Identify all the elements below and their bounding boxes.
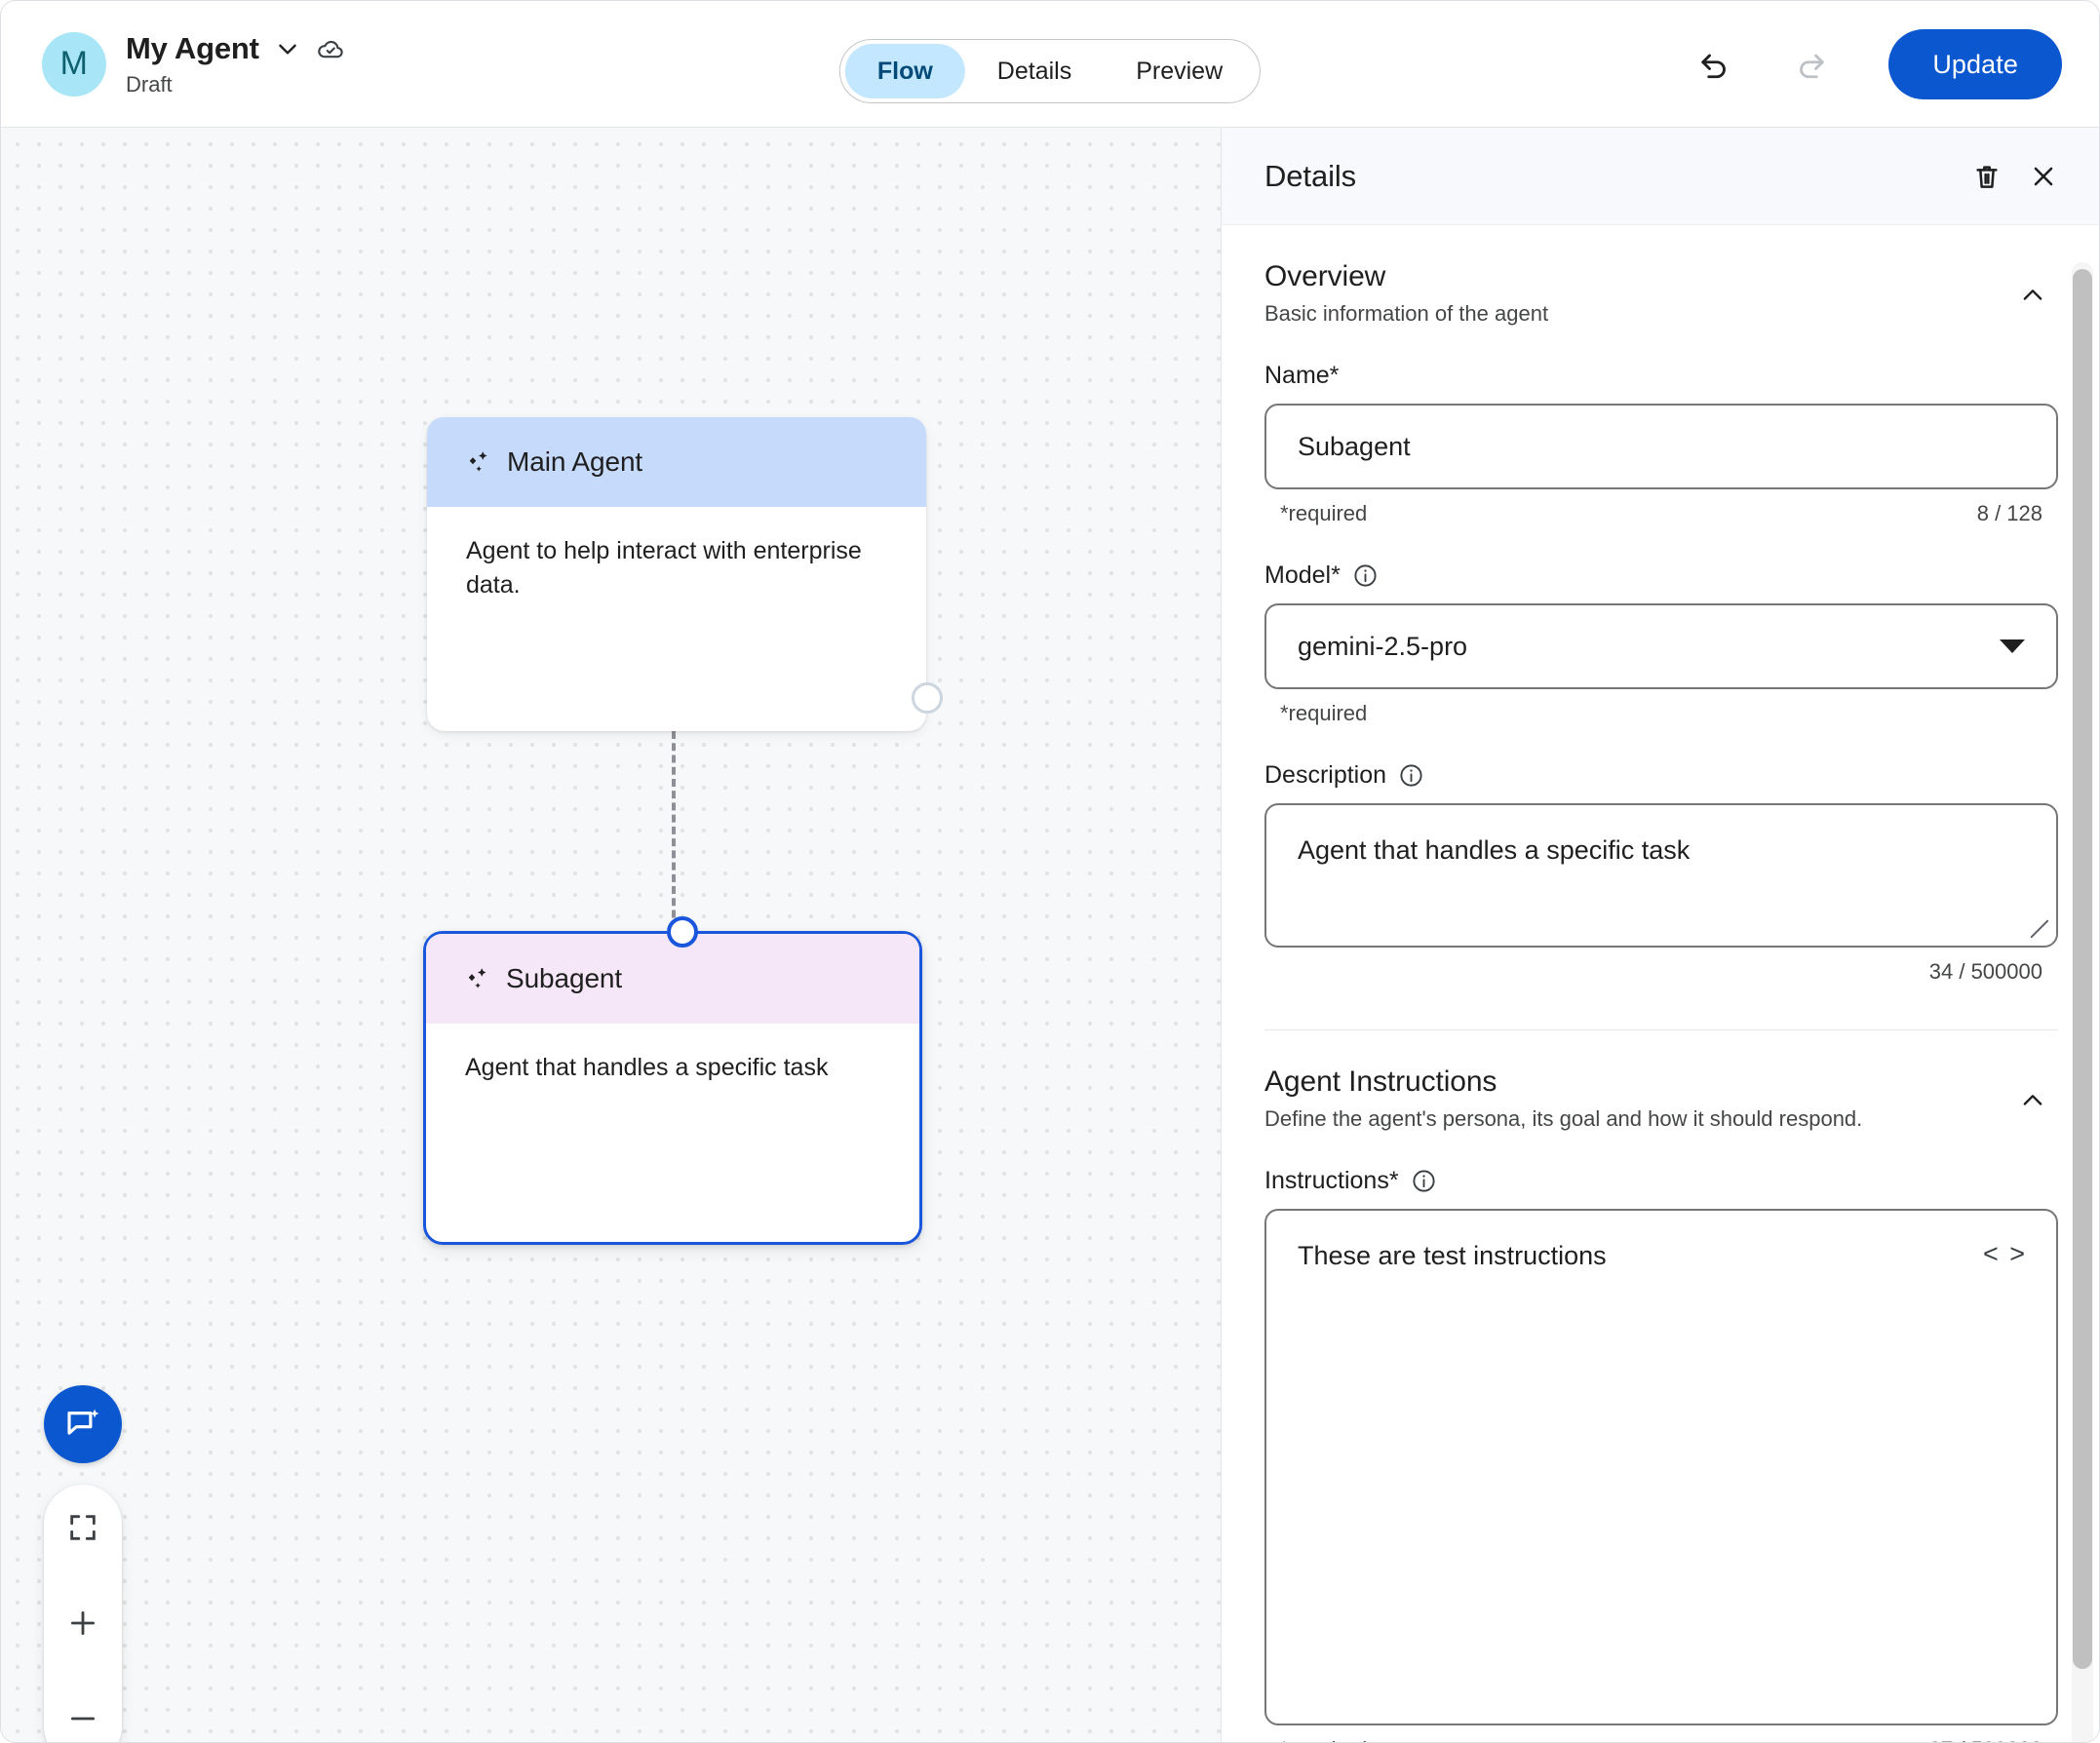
code-brackets-icon[interactable]: < > <box>1982 1239 2027 1268</box>
description-label: Description <box>1264 761 2058 790</box>
instructions-counter: 27 / 500000 <box>1929 1737 2042 1742</box>
section-agent-instructions-collapse-button[interactable] <box>2007 1075 2058 1126</box>
model-helper-row: *required <box>1264 701 2058 726</box>
header-left-group: M My Agent Draft <box>1 31 345 97</box>
sparkle-icon <box>464 447 493 477</box>
ai-assist-button[interactable] <box>44 1385 122 1463</box>
node-subagent-input-handle[interactable] <box>667 916 698 948</box>
node-main-agent-body: Agent to help interact with enterprise d… <box>427 507 926 601</box>
model-select[interactable]: gemini-2.5-pro <box>1264 603 2058 689</box>
panel-scrollbar-thumb[interactable] <box>2073 269 2092 1669</box>
section-overview-header: Overview Basic information of the agent <box>1264 225 2058 327</box>
cloud-done-icon <box>316 34 345 63</box>
section-agent-instructions-text: Agent Instructions Define the agent's pe… <box>1264 1065 2007 1132</box>
name-required-text: *required <box>1280 501 1368 525</box>
description-value: Agent that handles a specific task <box>1298 835 1691 865</box>
field-model: Model* gemini-2.5-pro *required <box>1264 562 2058 726</box>
model-select-value: gemini-2.5-pro <box>1298 631 1468 661</box>
caret-down-icon <box>2000 639 2025 653</box>
close-button[interactable] <box>2015 148 2072 205</box>
info-icon[interactable] <box>1398 762 1424 789</box>
agent-title-block: My Agent Draft <box>126 31 345 97</box>
instructions-textarea[interactable]: These are test instructions < > <box>1264 1209 2058 1725</box>
chevron-down-icon[interactable] <box>275 36 300 61</box>
info-icon[interactable] <box>1411 1168 1437 1194</box>
edge-main-to-subagent <box>672 731 676 942</box>
details-panel-title: Details <box>1264 158 1357 193</box>
name-helper-row: *required 8 / 128 <box>1264 501 2058 526</box>
name-input[interactable]: Subagent <box>1264 404 2058 489</box>
name-label-text: Name* <box>1264 362 1340 389</box>
section-agent-instructions-header: Agent Instructions Define the agent's pe… <box>1264 1030 2058 1132</box>
model-label: Model* <box>1264 562 2058 590</box>
info-icon[interactable] <box>1352 562 1379 589</box>
node-main-agent-output-handle[interactable] <box>912 682 943 714</box>
field-description: Description Agent that handles a specifi… <box>1264 761 2058 985</box>
name-label: Name* <box>1264 362 2058 390</box>
flow-canvas[interactable]: Main Agent Agent to help interact with e… <box>1 128 1221 1742</box>
node-subagent-title: Subagent <box>506 963 623 993</box>
node-subagent-header: Subagent <box>426 934 919 1024</box>
section-overview-title: Overview <box>1264 260 1386 292</box>
instructions-label-text: Instructions* <box>1264 1167 1399 1194</box>
details-panel-header: Details <box>1222 128 2099 225</box>
field-instructions: Instructions* These are test instruction… <box>1264 1167 2058 1742</box>
undo-button[interactable] <box>1682 32 1746 97</box>
zoom-out-button[interactable] <box>58 1693 108 1742</box>
node-main-agent-header: Main Agent <box>427 417 926 507</box>
update-button[interactable]: Update <box>1888 29 2062 99</box>
description-helper-row: 34 / 500000 <box>1264 959 2058 985</box>
section-overview-collapse-button[interactable] <box>2007 270 2058 321</box>
resize-grip-icon[interactable] <box>2028 917 2049 939</box>
agent-status-label: Draft <box>126 71 173 97</box>
delete-button[interactable] <box>1959 148 2015 205</box>
section-agent-instructions-subtitle: Define the agent's persona, its goal and… <box>1264 1106 1863 1131</box>
agent-title-row: My Agent <box>126 31 345 66</box>
details-panel: Details Overview Basic information of th… <box>1221 128 2099 1742</box>
tab-flow[interactable]: Flow <box>844 44 965 98</box>
node-subagent[interactable]: Subagent Agent that handles a specific t… <box>423 931 922 1245</box>
tab-details[interactable]: Details <box>996 57 1072 85</box>
section-divider <box>1264 1029 2058 1030</box>
redo-button[interactable] <box>1779 32 1844 97</box>
app-header: M My Agent Draft Flo <box>1 1 2099 128</box>
node-main-agent-description: Agent to help interact with enterprise d… <box>466 537 862 599</box>
tab-preview[interactable]: Preview <box>1136 57 1224 85</box>
instructions-required-text: *required <box>1280 1737 1367 1742</box>
zoom-controls <box>44 1485 122 1742</box>
node-main-agent[interactable]: Main Agent Agent to help interact with e… <box>427 417 943 731</box>
header-right-group: Update <box>1682 1 2062 128</box>
instructions-helper-row: *required 27 / 500000 <box>1264 1737 2058 1742</box>
node-subagent-description: Agent that handles a specific task <box>465 1054 829 1081</box>
model-required-text: *required <box>1280 701 1368 725</box>
page-title: My Agent <box>126 30 259 65</box>
name-counter: 8 / 128 <box>1976 501 2042 525</box>
instructions-value: These are test instructions <box>1298 1241 1607 1270</box>
details-panel-body: Overview Basic information of the agent … <box>1222 225 2099 1742</box>
fit-screen-button[interactable] <box>58 1502 108 1553</box>
instructions-label: Instructions* <box>1264 1167 2058 1195</box>
section-agent-instructions-title: Agent Instructions <box>1264 1065 1497 1098</box>
description-label-text: Description <box>1264 761 1387 789</box>
description-textarea[interactable]: Agent that handles a specific task <box>1264 803 2058 948</box>
sparkle-icon <box>463 964 492 993</box>
view-tabs: Flow Details Preview <box>838 39 1262 103</box>
section-overview-subtitle: Basic information of the agent <box>1264 301 1549 326</box>
node-main-agent-title: Main Agent <box>507 446 643 477</box>
model-label-text: Model* <box>1264 562 1341 589</box>
field-name: Name* Subagent *required 8 / 128 <box>1264 362 2058 526</box>
node-subagent-body: Agent that handles a specific task <box>426 1024 919 1085</box>
description-counter: 34 / 500000 <box>1928 959 2042 984</box>
avatar: M <box>42 31 106 97</box>
section-overview-text: Overview Basic information of the agent <box>1264 260 2007 327</box>
zoom-in-button[interactable] <box>58 1598 108 1648</box>
